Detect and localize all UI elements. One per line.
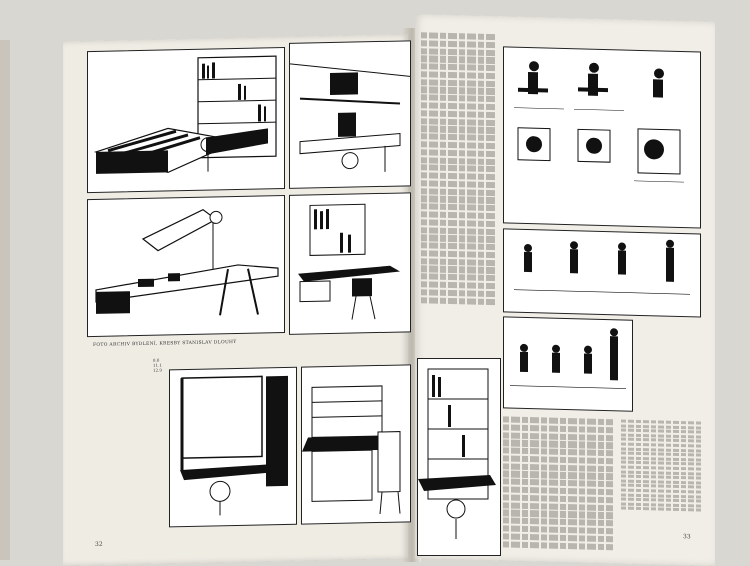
- diagram-seated-postures: [503, 316, 633, 412]
- illustration-secretary-desk: [301, 364, 411, 525]
- diagram-reach-heights: [503, 228, 701, 318]
- diagram-seated-ergonomics: [503, 46, 701, 229]
- book-spread: FOTO ARCHIV BYDLENÍ, KRESBY STANISLAV DL…: [55, 14, 720, 566]
- illustration-wall-desk: [289, 40, 411, 189]
- column-mark: 8.8 11.1 12.9: [153, 357, 162, 373]
- left-page: FOTO ARCHIV BYDLENÍ, KRESBY STANISLAV DL…: [63, 34, 411, 566]
- right-page: 33: [415, 14, 715, 566]
- illustration-bookcase-page-turn: [417, 358, 501, 556]
- body-text-column-top: [421, 32, 495, 306]
- photo-credit-caption: FOTO ARCHIV BYDLENÍ, KRESBY STANISLAV DL…: [93, 339, 237, 348]
- left-page-number: 32: [95, 540, 103, 548]
- illustration-window-desk: [169, 366, 297, 528]
- illustration-drafting-table: [87, 194, 285, 338]
- illustration-bed-shelves: [87, 46, 285, 194]
- body-text-column-bottom: [503, 416, 613, 551]
- illustration-desk-chair: [289, 192, 411, 335]
- book-cover-edge: [0, 40, 10, 560]
- right-page-number: 33: [683, 533, 691, 541]
- figure-legend: [621, 419, 703, 513]
